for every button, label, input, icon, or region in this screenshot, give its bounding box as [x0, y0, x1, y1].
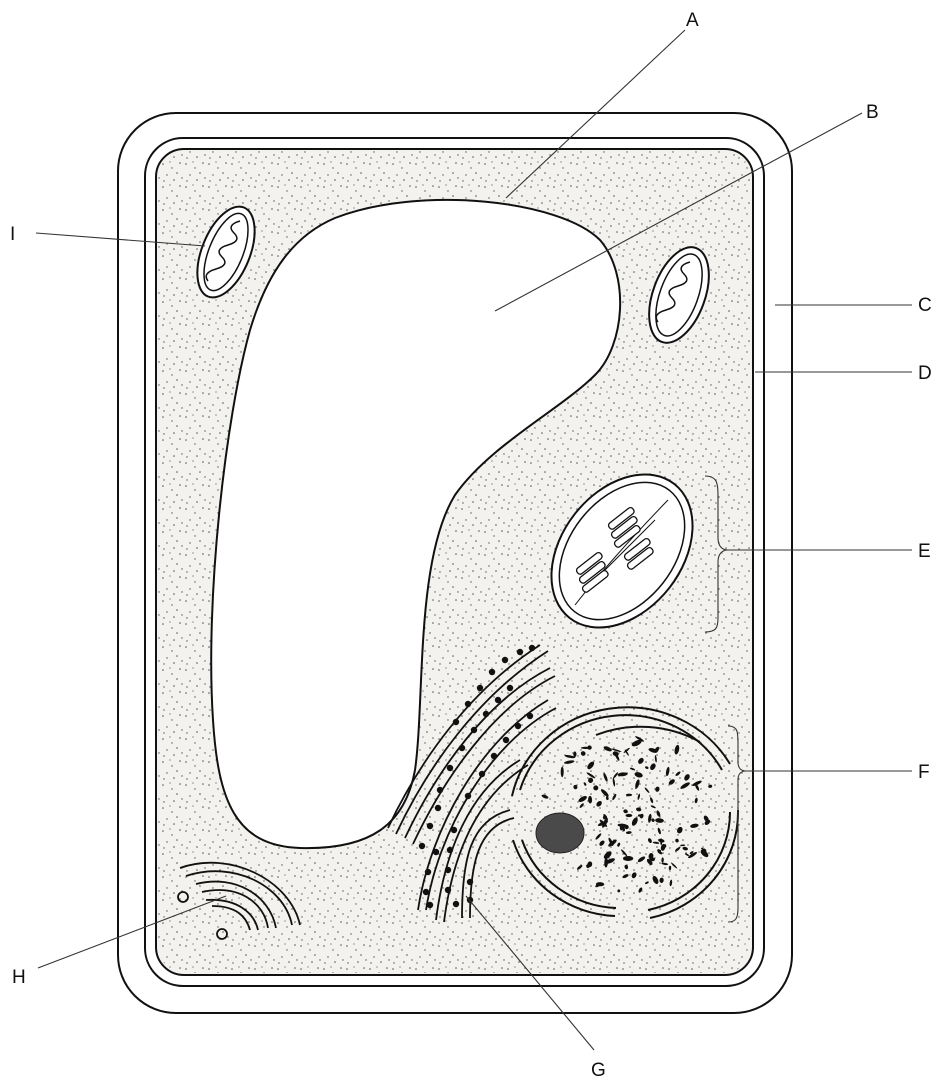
- label-c: C: [918, 295, 932, 316]
- ribosome-dot: [515, 723, 521, 729]
- ribosome-dot: [459, 745, 465, 751]
- ribosome-dot: [435, 805, 441, 811]
- ribosome-dot: [427, 902, 433, 908]
- ribosome-dot: [503, 737, 509, 743]
- ribosome-dot: [445, 887, 451, 893]
- chromatin-fragment: [650, 858, 655, 862]
- ribosome-dot: [517, 649, 523, 655]
- ribosome-dot: [445, 867, 451, 873]
- label-b: B: [866, 102, 879, 123]
- ribosome-dot: [425, 869, 431, 875]
- ribosome-dot: [467, 879, 473, 885]
- ribosome-dot: [423, 889, 429, 895]
- label-a: A: [686, 10, 699, 31]
- ribosome-dot: [465, 701, 471, 707]
- ribosome-dot: [427, 823, 433, 829]
- label-h: H: [12, 967, 26, 988]
- chromatin-fragment: [561, 767, 564, 778]
- ribosome-dot: [491, 753, 497, 759]
- ribosome-dot: [495, 697, 501, 703]
- nucleolus: [536, 813, 584, 853]
- ribosome-dot: [447, 847, 453, 853]
- ribosome-dot: [483, 711, 489, 717]
- chromatin-fragment: [626, 814, 633, 817]
- ribosome-dot: [477, 685, 483, 691]
- ribosome-dot: [502, 657, 508, 663]
- ribosome-dot: [419, 843, 425, 849]
- chromatin-fragment: [623, 856, 633, 861]
- ribosome-dot: [471, 727, 477, 733]
- ribosome-dot: [507, 685, 513, 691]
- ribosome-dot: [433, 849, 439, 855]
- ribosome-dot: [451, 827, 457, 833]
- chromatin-fragment: [626, 794, 632, 797]
- ribosome-dot: [453, 901, 459, 907]
- ribosome-dot: [489, 669, 495, 675]
- label-g: G: [591, 1060, 606, 1081]
- label-d: D: [918, 363, 932, 384]
- label-i: I: [10, 224, 15, 245]
- ribosome-dot: [527, 713, 533, 719]
- ribosome-dot: [437, 787, 443, 793]
- ribosome-dot: [453, 719, 459, 725]
- ribosome-dot: [529, 645, 535, 651]
- ribosome-dot: [479, 771, 485, 777]
- label-f: F: [918, 762, 930, 783]
- ribosome-dot: [465, 793, 471, 799]
- ribosome-dot: [447, 765, 453, 771]
- label-e: E: [918, 541, 931, 562]
